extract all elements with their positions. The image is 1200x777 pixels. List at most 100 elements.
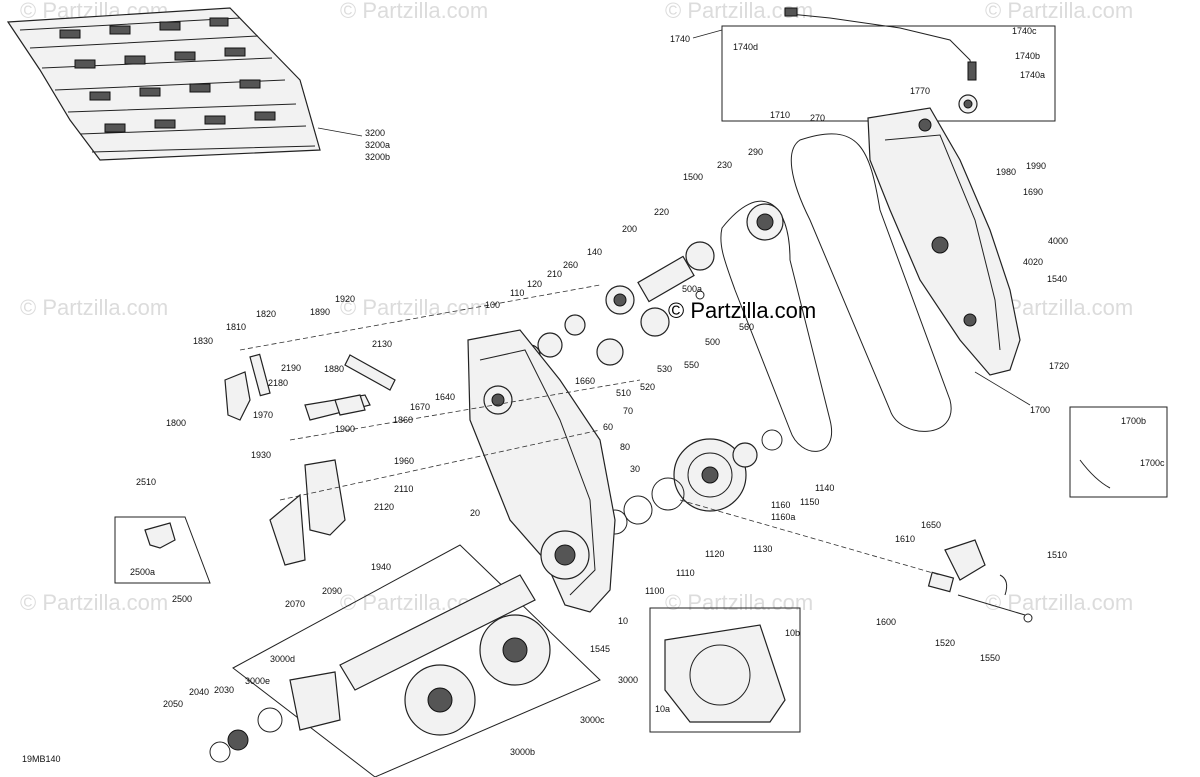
callout: 1660	[575, 376, 595, 386]
watermark-text: © Partzilla.com	[20, 295, 168, 320]
callout: 1710	[770, 110, 790, 120]
shift-rod-assembly	[679, 499, 1033, 623]
callout: 1740d	[733, 42, 758, 52]
brand-text: © Partzilla.com	[668, 298, 816, 323]
callout: 1550	[980, 653, 1000, 663]
watermark-text: © Partzilla.com	[20, 590, 168, 615]
callout: 10b	[785, 628, 800, 638]
linkage-parts	[224, 284, 641, 566]
callout: 1720	[1049, 361, 1069, 371]
callout: 2500	[172, 594, 192, 604]
watermark-text: © Partzilla.com	[665, 0, 813, 23]
callout: 550	[684, 360, 699, 370]
callout: 100	[485, 300, 500, 310]
callout: 1690	[1023, 187, 1043, 197]
callout: 270	[810, 113, 825, 123]
callout: 2090	[322, 586, 342, 596]
watermark-text: © Partzilla.com	[985, 0, 1133, 23]
callout: 1540	[1047, 274, 1067, 284]
callout: 1980	[996, 167, 1016, 177]
watermark-text: © Partzilla.com	[340, 295, 488, 320]
callout: 1770	[910, 86, 930, 96]
callout: 220	[654, 207, 669, 217]
callout: 1900	[335, 424, 355, 434]
callout: 2500a	[130, 567, 155, 577]
detail-boxes	[114, 406, 1168, 777]
diagram-id: 19MB140	[22, 754, 61, 764]
callout: 1650	[921, 520, 941, 530]
callout: 1930	[251, 450, 271, 460]
callout: 2050	[163, 699, 183, 709]
callout: 2040	[189, 687, 209, 697]
callout: 200	[622, 224, 637, 234]
callout: 510	[616, 388, 631, 398]
callout: 80	[620, 442, 630, 452]
callout: 1140	[815, 483, 834, 493]
brand-mark: © Partzilla.com	[668, 298, 816, 323]
callout: 1700	[1030, 405, 1050, 415]
callout: 1960	[394, 456, 414, 466]
callout: 500	[705, 337, 720, 347]
callout: 1990	[1026, 161, 1046, 171]
callout: 1120	[705, 549, 724, 559]
callout: 1970	[253, 410, 273, 420]
callout: 110	[510, 288, 524, 298]
callout: 3200b	[365, 152, 390, 162]
callout: 30	[630, 464, 640, 474]
track-drawing	[6, 7, 363, 161]
callout: 560	[739, 322, 754, 332]
callout: 1740	[670, 34, 690, 44]
callout: 70	[623, 406, 633, 416]
callout: 2510	[136, 477, 156, 487]
callout: 1610	[895, 534, 915, 544]
callout: 140	[587, 247, 602, 257]
callout: 290	[748, 147, 763, 157]
callout: 2180	[268, 378, 288, 388]
callout: 1810	[226, 322, 246, 332]
callout: 1830	[193, 336, 213, 346]
callout: 4000	[1048, 236, 1068, 246]
callout: 1130	[753, 544, 772, 554]
gear-shaft-stack	[519, 203, 784, 535]
callout: 1670	[410, 402, 430, 412]
callout: 3000e	[245, 676, 270, 686]
callout: 3200a	[365, 140, 390, 150]
watermark-text: © Partzilla.com	[340, 0, 488, 23]
callout: 1700c	[1140, 458, 1165, 468]
callout: 1110	[676, 568, 695, 578]
callout: 1700b	[1121, 416, 1146, 426]
callout: 20	[470, 508, 480, 518]
callout: 1600	[876, 617, 896, 627]
callout: 60	[603, 422, 613, 432]
callout: 1150	[800, 497, 819, 507]
callout: 2110	[394, 484, 413, 494]
callout: 1740c	[1012, 26, 1037, 36]
callout: 3200	[365, 128, 385, 138]
callout: 1860	[393, 415, 413, 425]
callout: 3000d	[270, 654, 295, 664]
callout: 2070	[285, 599, 305, 609]
callout: 230	[717, 160, 732, 170]
callout: 260	[563, 260, 578, 270]
callout: 10	[618, 616, 628, 626]
callout: 1740b	[1015, 51, 1040, 61]
chain-and-belt	[720, 133, 952, 452]
callout: 1800	[166, 418, 186, 428]
right-cover	[867, 107, 1031, 406]
cable-group	[692, 7, 1056, 122]
callout: 3000b	[510, 747, 535, 757]
callout: 2030	[214, 685, 234, 695]
callout: 500a	[682, 284, 702, 294]
callout: 520	[640, 382, 655, 392]
callout: 2120	[374, 502, 394, 512]
callout: 1820	[256, 309, 276, 319]
callout: 1545	[590, 644, 610, 654]
callout: 10a	[655, 704, 670, 714]
callout: 2190	[281, 363, 301, 373]
callout: 3000	[618, 675, 638, 685]
callout: 2130	[372, 339, 392, 349]
callout: 1890	[310, 307, 330, 317]
callout: 1920	[335, 294, 355, 304]
callout: 1640	[435, 392, 455, 402]
